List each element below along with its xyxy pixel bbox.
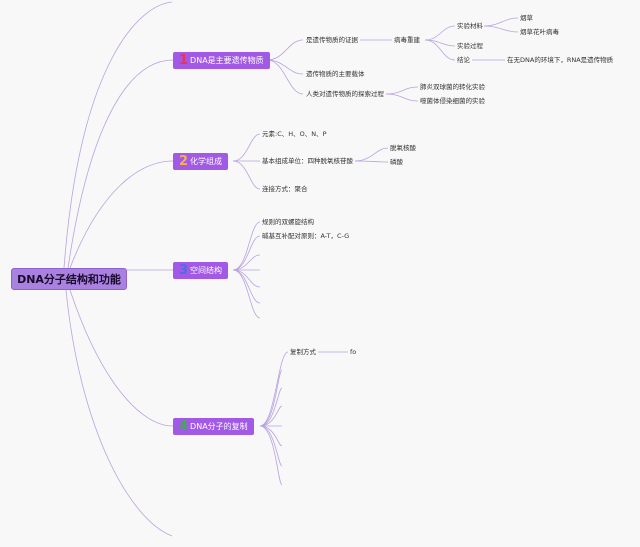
branch-node-1[interactable]: 1 DNA是主要遗传物质 xyxy=(173,52,270,69)
node-helix[interactable]: 规则的双螺旋结构 xyxy=(262,218,314,226)
node-fo[interactable]: fo xyxy=(350,348,357,356)
branch-number: 4 xyxy=(179,419,189,434)
node-virus-reconstruction[interactable]: 病毒重建 xyxy=(394,36,420,44)
node-phage[interactable]: 噬菌体侵染细菌的实验 xyxy=(420,97,485,105)
node-tobacco[interactable]: 烟草 xyxy=(520,14,533,22)
branch-number: 1 xyxy=(179,53,189,68)
node-link[interactable]: 连接方式：聚合 xyxy=(262,185,308,193)
node-units[interactable]: 基本组成单位：四种脱氧核苷酸 xyxy=(262,157,353,165)
node-deoxy[interactable]: 脱氧核酸 xyxy=(390,144,416,152)
branch-label: DNA是主要遗传物质 xyxy=(190,56,264,65)
branch-number: 3 xyxy=(179,263,189,278)
branch-node-2[interactable]: 2 化学组成 xyxy=(173,153,229,170)
node-pneumococcus[interactable]: 肺炎双球菌的转化实验 xyxy=(420,83,485,91)
node-evidence[interactable]: 是遗传物质的证据 xyxy=(306,36,358,44)
branch-label: 空间结构 xyxy=(190,266,223,275)
node-phosphate[interactable]: 磷酸 xyxy=(390,158,403,166)
branch-label: 化学组成 xyxy=(190,157,223,166)
connector-root-b1 xyxy=(67,59,174,269)
branch-node-4[interactable]: 4 DNA分子的复制 xyxy=(173,418,254,435)
connector-root-empty1 xyxy=(65,289,173,537)
node-process[interactable]: 实验过程 xyxy=(457,42,483,50)
node-conclusion-text[interactable]: 在无DNA的环境下，RNA是遗传物质 xyxy=(507,56,614,64)
root-node[interactable]: DNA分子结构和功能 xyxy=(11,268,127,290)
node-replication-mode[interactable]: 复制方式 xyxy=(290,348,316,356)
connector-root-b2 xyxy=(69,160,174,269)
node-history[interactable]: 人类对遗传物质的探索过程 xyxy=(306,90,384,98)
node-pairing[interactable]: 碱基互补配对原则：A-T，C-G xyxy=(262,232,350,240)
connector-root-b4 xyxy=(69,289,174,427)
node-tmv[interactable]: 烟草花叶病毒 xyxy=(520,28,559,36)
branch-label: DNA分子的复制 xyxy=(190,422,248,431)
connector-root-empty2 xyxy=(63,1,173,269)
node-conclusion[interactable]: 结论 xyxy=(457,56,470,64)
branch-number: 2 xyxy=(179,154,189,169)
node-carrier[interactable]: 遗传物质的主要载体 xyxy=(306,70,365,78)
branch-node-3[interactable]: 3 空间结构 xyxy=(173,262,229,279)
node-elements[interactable]: 元素:C、H、O、N、P xyxy=(262,130,327,138)
node-materials[interactable]: 实验材料 xyxy=(457,22,483,30)
